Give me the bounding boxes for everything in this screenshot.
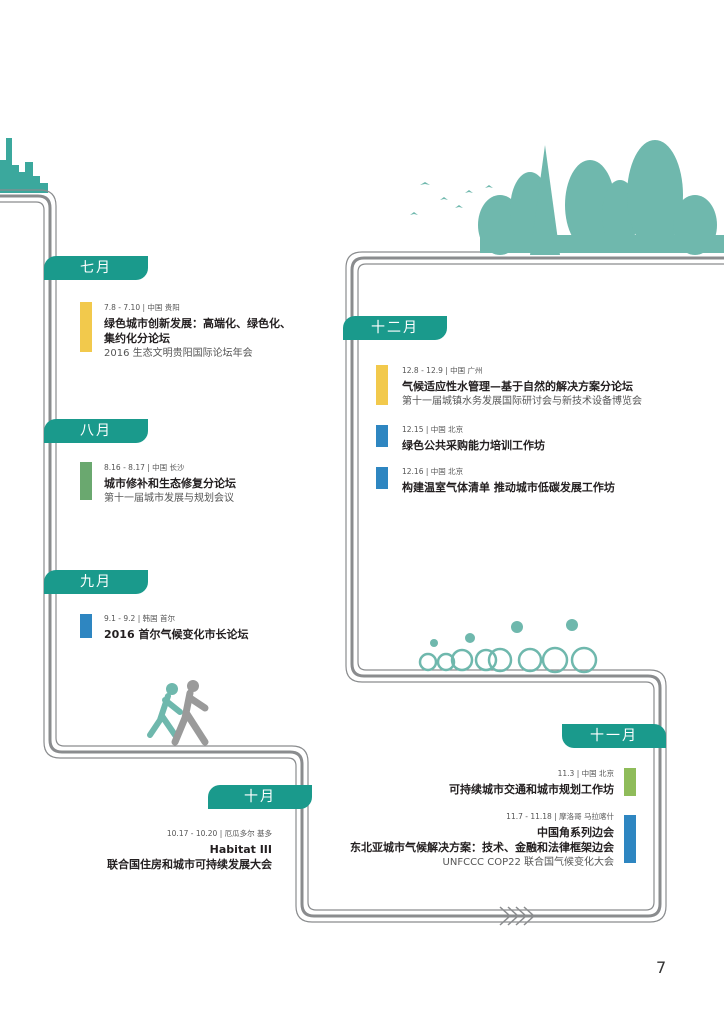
event-title: 联合国住房和城市可持续发展大会 xyxy=(107,858,272,871)
event-title: 绿色城市创新发展：高端化、绿色化、 xyxy=(104,317,291,330)
event-title: 集约化分论坛 xyxy=(104,332,170,345)
event-meta: 11.7 - 11.18 | 摩洛哥 马拉喀什 xyxy=(506,812,614,821)
event-badge xyxy=(624,815,636,863)
event-september-1: 9.1 - 9.2 | 韩国 首尔 2016 首尔气候变化市长论坛 xyxy=(104,614,324,642)
event-july-1: 7.8 - 7.10 | 中国 贵阳 绿色城市创新发展：高端化、绿色化、 集约化… xyxy=(104,303,334,361)
event-november-1: 11.3 | 中国 北京 可持续城市交通和城市规划工作坊 xyxy=(400,769,614,797)
month-tab-december: 十二月 xyxy=(343,316,447,340)
event-badge xyxy=(376,365,388,405)
event-badge xyxy=(80,614,92,638)
month-tab-july: 七月 xyxy=(44,256,148,280)
event-title: 气候适应性水管理—基于自然的解决方案分论坛 xyxy=(402,380,633,393)
event-subtitle: 2016 生态文明贵阳国际论坛年会 xyxy=(104,348,253,359)
trees-illustration xyxy=(478,140,724,255)
event-december-3: 12.16 | 中国 北京 构建温室气体清单 推动城市低碳发展工作坊 xyxy=(402,467,702,495)
event-subtitle: UNFCCC COP22 联合国气候变化大会 xyxy=(442,857,614,868)
event-december-2: 12.15 | 中国 北京 绿色公共采购能力培训工作坊 xyxy=(402,425,682,453)
event-title: Habitat III xyxy=(209,843,272,856)
event-meta: 10.17 - 10.20 | 厄瓜多尔 基多 xyxy=(166,829,272,838)
event-badge xyxy=(624,768,636,796)
event-october-1: 10.17 - 10.20 | 厄瓜多尔 基多 Habitat III 联合国住… xyxy=(60,829,272,872)
event-title: 东北亚城市气候解决方案：技术、金融和法律框架边会 xyxy=(350,841,614,854)
birds-illustration xyxy=(410,182,493,215)
city-skyline-illustration xyxy=(0,138,48,193)
month-tab-august: 八月 xyxy=(44,419,148,443)
event-december-1: 12.8 - 12.9 | 中国 广州 气候适应性水管理—基于自然的解决方案分论… xyxy=(402,366,702,409)
cyclists-illustration xyxy=(418,646,598,674)
event-august-1: 8.16 - 8.17 | 中国 长沙 城市修补和生态修复分论坛 第十一届城市发… xyxy=(104,463,324,506)
event-meta: 7.8 - 7.10 | 中国 贵阳 xyxy=(104,303,180,312)
event-badge xyxy=(80,302,92,352)
event-title: 绿色公共采购能力培训工作坊 xyxy=(402,439,545,452)
event-meta: 12.15 | 中国 北京 xyxy=(402,425,464,434)
event-november-2: 11.7 - 11.18 | 摩洛哥 马拉喀什 中国角系列边会 东北亚城市气候解… xyxy=(330,812,614,870)
page-number: 7 xyxy=(656,958,667,977)
month-tab-october: 十月 xyxy=(208,785,312,809)
event-title: 构建温室气体清单 推动城市低碳发展工作坊 xyxy=(402,481,615,494)
event-badge xyxy=(376,467,388,489)
month-tab-september: 九月 xyxy=(44,570,148,594)
event-badge xyxy=(80,462,92,500)
event-title: 可持续城市交通和城市规划工作坊 xyxy=(449,783,614,796)
event-subtitle: 第十一届城市发展与规划会议 xyxy=(104,493,234,504)
event-meta: 9.1 - 9.2 | 韩国 首尔 xyxy=(104,614,176,623)
road-chevrons xyxy=(499,906,536,926)
month-tab-november: 十一月 xyxy=(562,724,666,748)
event-meta: 12.16 | 中国 北京 xyxy=(402,467,464,476)
event-title: 城市修补和生态修复分论坛 xyxy=(104,477,236,490)
event-badge xyxy=(376,425,388,447)
event-meta: 12.8 - 12.9 | 中国 广州 xyxy=(402,366,483,375)
event-meta: 11.3 | 中国 北京 xyxy=(557,769,614,778)
event-title: 2016 首尔气候变化市长论坛 xyxy=(104,628,249,641)
event-subtitle: 第十一届城镇水务发展国际研讨会与新技术设备博览会 xyxy=(402,396,642,407)
event-meta: 8.16 - 8.17 | 中国 长沙 xyxy=(104,463,185,472)
event-title: 中国角系列边会 xyxy=(537,826,614,839)
runners-illustration xyxy=(147,680,209,746)
